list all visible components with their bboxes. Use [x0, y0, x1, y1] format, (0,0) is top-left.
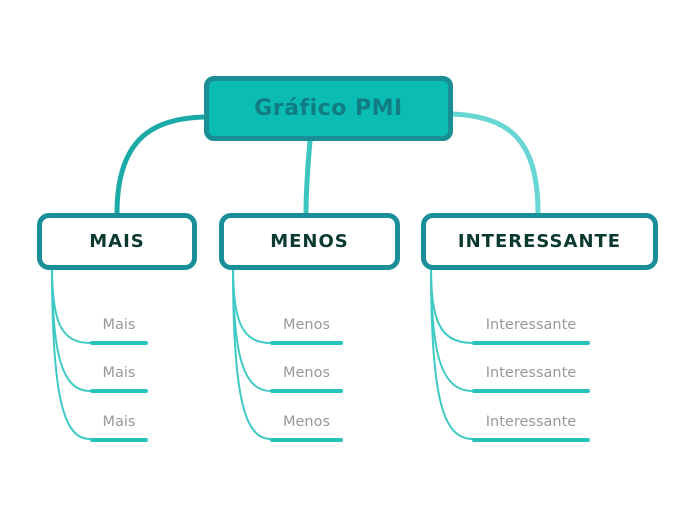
leaf-item-interessante-3-label: Interessante: [485, 414, 577, 430]
leaf-underline: [90, 389, 148, 393]
leaf-item-mais-1[interactable]: Mais: [90, 317, 148, 345]
leaf-item-mais-2[interactable]: Mais: [90, 365, 148, 393]
leaf-underline: [270, 438, 343, 442]
connector-root-to-mais: [114, 114, 208, 216]
leaf-underline: [270, 341, 343, 345]
branch-node-mais[interactable]: MAIS: [37, 213, 197, 270]
leaf-item-menos-3-label: Menos: [282, 414, 331, 430]
root-node[interactable]: Gráfico PMI: [204, 76, 453, 141]
leaf-underline: [90, 438, 148, 442]
branch-node-menos[interactable]: MENOS: [219, 213, 400, 270]
connector-menos-leaf-2: [232, 265, 272, 392]
connector-menos-leaf-1: [232, 265, 272, 344]
connector-root-to-interessante: [450, 111, 541, 216]
root-node-label: Gráfico PMI: [254, 96, 403, 121]
connector-interessante-leaf-1: [430, 265, 474, 344]
leaf-underline: [472, 389, 590, 393]
leaf-item-menos-3[interactable]: Menos: [270, 414, 343, 442]
leaf-item-menos-1-label: Menos: [282, 317, 331, 333]
leaf-item-interessante-3[interactable]: Interessante: [472, 414, 590, 442]
branch-node-menos-label: MENOS: [270, 231, 349, 252]
leaf-underline: [90, 341, 148, 345]
leaf-item-mais-3[interactable]: Mais: [90, 414, 148, 442]
connector-mais-leaf-3: [51, 265, 91, 440]
branch-node-interessante-label: INTERESSANTE: [457, 231, 622, 252]
connector-mais-leaf-1: [51, 265, 91, 344]
connector-interessante-leaf-3: [430, 265, 474, 440]
connector-interessante-leaf-2: [430, 265, 474, 392]
leaf-item-mais-2-label: Mais: [102, 365, 136, 381]
leaf-underline: [270, 389, 343, 393]
leaf-item-interessante-1-label: Interessante: [485, 317, 577, 333]
connector-menos-leaf-3: [232, 265, 272, 440]
connector-mais-leaf-2: [51, 265, 91, 392]
leaf-underline: [472, 341, 590, 345]
branch-node-mais-label: MAIS: [89, 231, 145, 252]
leaf-item-mais-1-label: Mais: [102, 317, 136, 333]
connector-root-to-menos: [303, 138, 313, 216]
leaf-item-interessante-2-label: Interessante: [485, 365, 577, 381]
leaf-underline: [472, 438, 590, 442]
leaf-item-mais-3-label: Mais: [102, 414, 136, 430]
branch-node-interessante[interactable]: INTERESSANTE: [421, 213, 658, 270]
leaf-item-menos-2[interactable]: Menos: [270, 365, 343, 393]
leaf-item-interessante-2[interactable]: Interessante: [472, 365, 590, 393]
leaf-item-menos-2-label: Menos: [282, 365, 331, 381]
leaf-item-menos-1[interactable]: Menos: [270, 317, 343, 345]
leaf-item-interessante-1[interactable]: Interessante: [472, 317, 590, 345]
